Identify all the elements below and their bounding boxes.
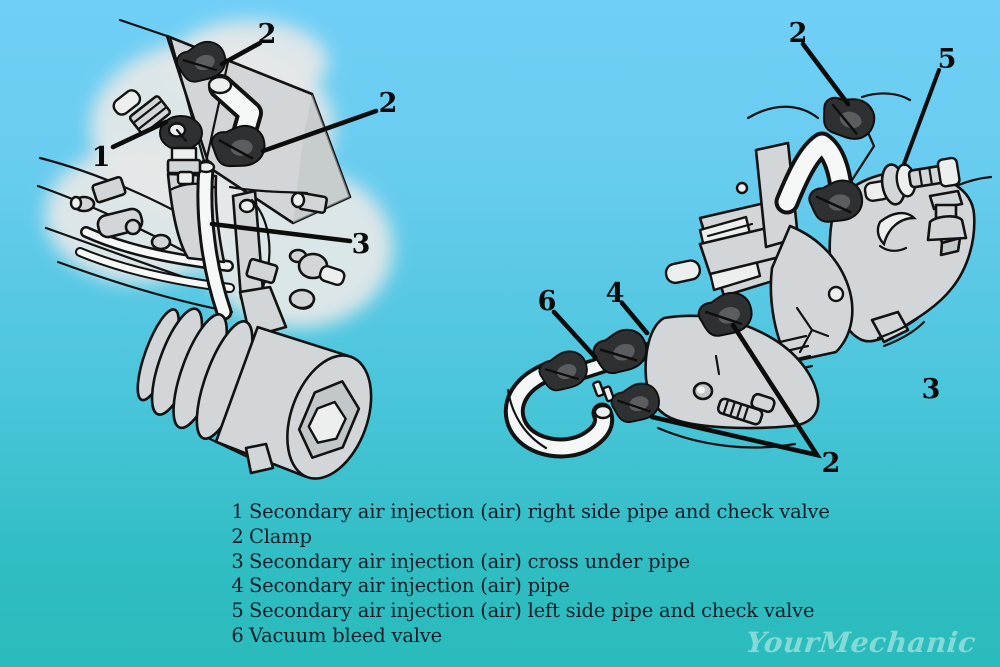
callout-number: 6 bbox=[538, 286, 557, 317]
stud-bolts bbox=[288, 248, 346, 310]
callout-number: 3 bbox=[352, 229, 371, 260]
left-diagram-air-pump-assembly: 1 2 2 3 bbox=[36, 18, 398, 480]
legend-item-label: Secondary air injection (air) left side … bbox=[249, 599, 815, 623]
legend-item-number: 5 bbox=[231, 599, 244, 623]
legend-item-label: Clamp bbox=[249, 524, 312, 548]
leader-line bbox=[902, 68, 941, 166]
leader-line bbox=[110, 119, 169, 150]
right-diagram-engine-assembly: 2 5 6 4 2 3 bbox=[503, 18, 993, 479]
air-pump-pulley bbox=[136, 307, 373, 480]
legend-item-number: 1 bbox=[231, 500, 244, 523]
leader-line bbox=[551, 309, 598, 360]
leader-line bbox=[260, 108, 379, 154]
cover-plate bbox=[644, 314, 820, 430]
callout-number: 2 bbox=[379, 88, 398, 119]
callout-number: 2 bbox=[822, 448, 841, 479]
leader-line bbox=[219, 40, 263, 67]
leader-line bbox=[800, 41, 851, 107]
callout-number: 2 bbox=[258, 19, 277, 50]
legend-item-number: 4 bbox=[231, 574, 244, 598]
legend-item-number: 3 bbox=[231, 549, 244, 573]
legend-item-number: 6 bbox=[231, 623, 244, 647]
left-check-valve bbox=[863, 156, 968, 242]
callout-number: 4 bbox=[606, 278, 625, 309]
wire-lines bbox=[746, 92, 993, 188]
callout-number: 3 bbox=[922, 374, 941, 405]
legend-item-label: Vacuum bleed valve bbox=[249, 623, 442, 647]
engine-center-block bbox=[769, 224, 854, 374]
cross-under-pipe bbox=[166, 159, 233, 321]
legend-item-label: Secondary air injection (air) pipe bbox=[249, 574, 570, 598]
legend-item: 1 Secondary air injection (air) right si… bbox=[226, 500, 830, 525]
bracket-arm bbox=[231, 189, 329, 339]
leader-line bbox=[619, 300, 650, 336]
callout-number: 5 bbox=[938, 44, 957, 75]
clamp-icon bbox=[534, 345, 593, 397]
legend-item: 2 Clamp bbox=[226, 525, 830, 550]
leader-line bbox=[209, 221, 353, 244]
callout-number: 2 bbox=[789, 18, 808, 49]
legend-item: 3 Secondary air injection (air) cross un… bbox=[226, 550, 830, 575]
leader-line bbox=[649, 322, 823, 459]
callout-number: 1 bbox=[92, 142, 111, 173]
legend-item: 4 Secondary air injection (air) pipe bbox=[226, 574, 830, 599]
parts-legend: 1 Secondary air injection (air) right si… bbox=[226, 500, 830, 649]
legend-item: 5 Secondary air injection (air) left sid… bbox=[226, 599, 830, 624]
legend-item-label: Secondary air injection (air) right side… bbox=[249, 500, 830, 523]
legend-item-label: Secondary air injection (air) cross unde… bbox=[249, 549, 691, 573]
legend-item: 6 Vacuum bleed valve bbox=[226, 624, 830, 649]
legend-item-number: 2 bbox=[231, 524, 244, 548]
right-check-valve-fitting bbox=[112, 89, 203, 186]
brand-watermark: YourMechanic bbox=[744, 626, 978, 659]
